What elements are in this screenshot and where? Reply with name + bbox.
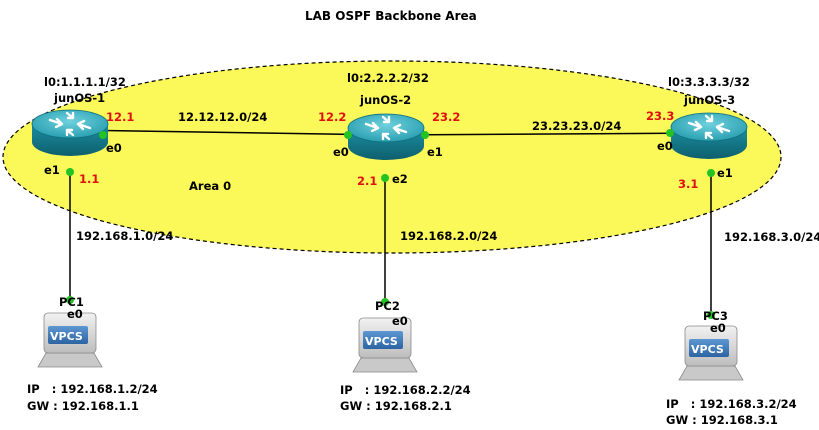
port-dot [707,169,715,177]
router-name-label: junOS-3 [683,93,735,107]
network-label: 192.168.1.0/24 [76,229,173,243]
vpcs-badge-text: VPCS [365,335,398,348]
port-dots [66,129,715,319]
interface-name-label: e0 [106,141,122,155]
vpcs-badge-text: VPCS [691,343,724,356]
router-name-label: junOS-1 [53,91,105,105]
vpcs-badge [689,339,729,357]
link-r1-r2 [69,129,387,136]
network-label: 12.12.12.0/24 [178,110,267,124]
pc-2[interactable] [352,317,418,373]
vpcs-badge-text: VPCS [50,330,83,343]
pc-name-label: PC1 [59,295,84,309]
pc-gw-label: GW : 192.168.1.1 [27,399,139,413]
interface-ip-label: 1.1 [79,172,99,186]
interface-ip-label: 23.2 [432,110,460,124]
interface-ip-label: 12.1 [106,110,134,124]
link-r2-r3 [385,132,712,136]
pc-name-label: PC3 [703,309,728,323]
port-dot [666,129,674,137]
router-loopback-label: l0:2.2.2.2/32 [347,71,429,85]
port-dot [344,131,352,139]
pc-ip-label: IP : 192.168.2.2/24 [340,383,471,397]
router-junos-3[interactable] [670,112,748,159]
interface-name-label: e1 [717,166,733,180]
network-label: 23.23.23.0/24 [532,119,621,133]
pc-1[interactable] [37,312,103,368]
interface-name-label: e0 [392,314,408,328]
interface-name-label: e1 [427,145,443,159]
router-loopback-label: l0:1.1.1.1/32 [44,75,126,89]
pc-gw-label: GW : 192.168.3.1 [666,413,778,427]
pc-ip-label: IP : 192.168.3.2/24 [666,397,797,411]
pc-3[interactable] [678,325,744,381]
router-junos-2[interactable] [347,113,425,160]
pc-ip-label: IP : 192.168.1.2/24 [27,382,158,396]
interface-name-label: e2 [392,172,408,186]
router-arrows-icon [687,114,731,140]
network-label: 192.168.3.0/24 [724,230,819,244]
interface-name-label: e0 [67,307,83,321]
area-label: Area 0 [189,179,231,193]
interface-name-label: e0 [710,321,726,335]
interface-ip-label: 12.2 [318,110,346,124]
router-arrows-icon [364,115,408,141]
port-dot [707,311,715,319]
pc-gw-label: GW : 192.168.2.1 [340,399,452,413]
router-arrows-icon [48,111,92,137]
router-loopback-label: l0:3.3.3.3/32 [668,75,750,89]
interface-ip-label: 3.1 [678,177,698,191]
vpcs-badge [363,331,403,349]
router-name-label: junOS-2 [359,93,411,107]
interface-ip-label: 2.1 [357,174,377,188]
port-dot [421,131,429,139]
port-dot [99,131,107,139]
diagram-title: LAB OSPF Backbone Area [305,9,477,23]
interface-ip-label: 23.3 [646,109,674,123]
network-label: 192.168.2.0/24 [400,229,497,243]
pc-name-label: PC2 [375,299,400,313]
port-dot [66,296,74,304]
port-dot [381,298,389,306]
interface-name-label: e0 [333,145,349,159]
port-dot [381,174,389,182]
interface-name-label: e1 [44,163,60,177]
interface-name-label: e0 [657,139,673,153]
port-dot [66,168,74,176]
router-junos-1[interactable] [31,109,109,156]
vpcs-badge [48,326,88,344]
